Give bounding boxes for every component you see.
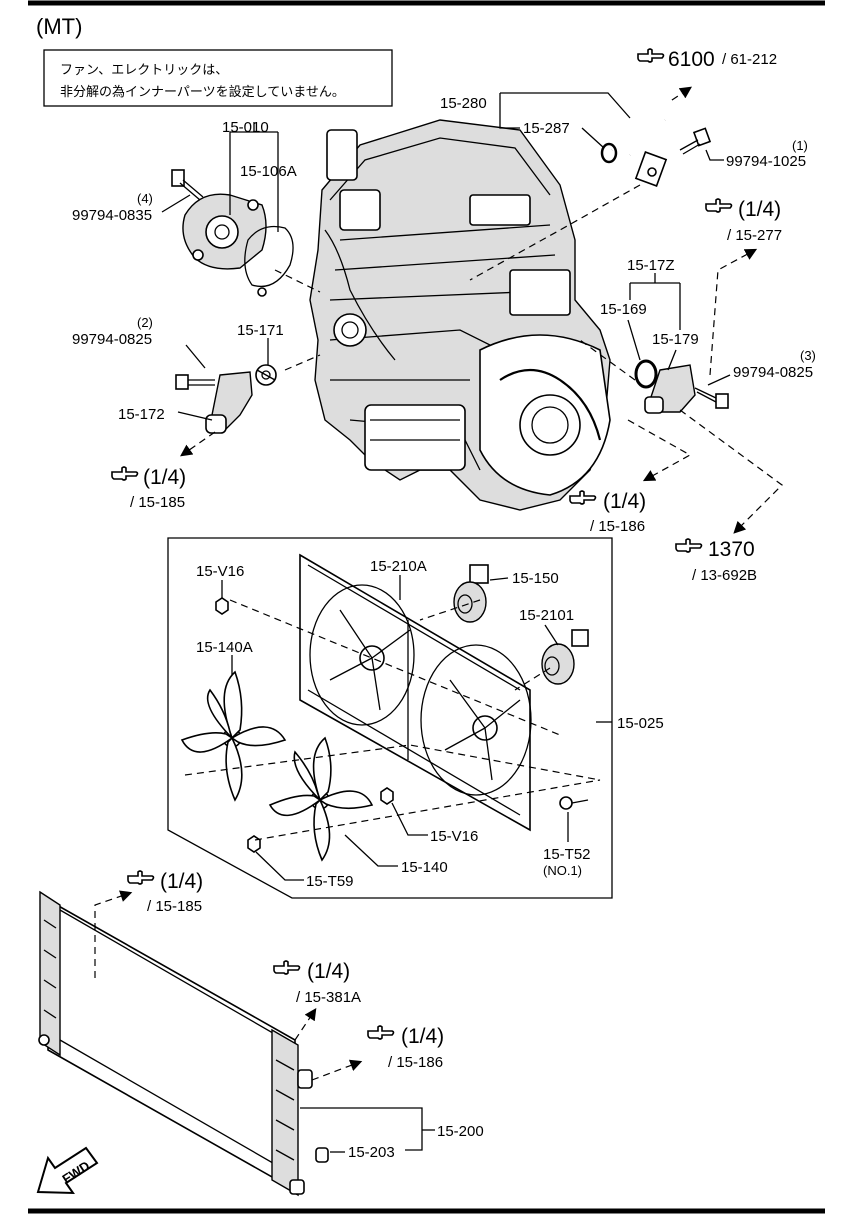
ref-15-381a: (1/4) / 15-381A bbox=[273, 960, 361, 1006]
label-15-210a: 15-210A bbox=[370, 558, 427, 575]
page-title: (MT) bbox=[36, 14, 82, 39]
note-box bbox=[43, 49, 393, 107]
pointing-hand-icon bbox=[637, 48, 665, 63]
water-pump bbox=[182, 193, 267, 270]
bolt-99794-0825-right bbox=[694, 387, 729, 409]
svg-text:/ 13-692B: / 13-692B bbox=[692, 567, 757, 584]
water-pipe bbox=[610, 98, 674, 187]
nut-15-t59 bbox=[247, 835, 261, 853]
label-15-287: 15-287 bbox=[523, 120, 570, 137]
pointing-hand-icon bbox=[127, 870, 155, 885]
svg-text:/ 15-277: / 15-277 bbox=[727, 227, 782, 244]
pointing-hand-icon bbox=[111, 466, 139, 481]
label-99794-0825-left: 99794-0825 bbox=[72, 331, 152, 348]
fan-assembly-frame bbox=[167, 537, 613, 899]
label-15-t52: 15-T52 bbox=[543, 846, 591, 863]
pointing-hand-icon bbox=[569, 490, 597, 505]
label-15-025: 15-025 bbox=[617, 715, 664, 732]
ref-1370: 1370 / 13-692B bbox=[675, 538, 757, 584]
fan-motor-15-2101 bbox=[541, 629, 589, 685]
svg-text:(1/4): (1/4) bbox=[160, 870, 203, 893]
svg-text:(1/4): (1/4) bbox=[401, 1025, 444, 1048]
water-outlet-15-179 bbox=[644, 364, 696, 414]
svg-text:6100: 6100 bbox=[668, 48, 715, 71]
pointing-hand-icon bbox=[675, 538, 703, 553]
svg-text:(1/4): (1/4) bbox=[307, 960, 350, 983]
label-15-010: 15-010 bbox=[222, 119, 269, 136]
ref-15-186-top: (1/4) / 15-186 bbox=[569, 490, 646, 535]
fan-blade-15-140a bbox=[180, 670, 287, 802]
fan-motor-15-150 bbox=[453, 564, 489, 623]
drain-plug-15-203 bbox=[315, 1147, 329, 1163]
label-99794-1025: 99794-1025 bbox=[726, 153, 806, 170]
label-15-200: 15-200 bbox=[437, 1123, 484, 1140]
label-15-203: 15-203 bbox=[348, 1144, 395, 1161]
screw-15-t52 bbox=[559, 796, 589, 810]
svg-text:/ 15-381A: / 15-381A bbox=[296, 989, 361, 1006]
pointing-hand-icon bbox=[705, 198, 733, 213]
label-15-150: 15-150 bbox=[512, 570, 559, 587]
bolt-99794-0835 bbox=[171, 169, 204, 201]
label-15-140: 15-140 bbox=[401, 859, 448, 876]
engine-block bbox=[309, 119, 611, 511]
label-15-106a: 15-106A bbox=[240, 163, 297, 180]
label-99794-0825-right: 99794-0825 bbox=[733, 364, 813, 381]
nut-15-v16-bottom bbox=[380, 787, 394, 805]
svg-text:/ 15-186: / 15-186 bbox=[590, 518, 645, 535]
svg-text:/ 15-186: / 15-186 bbox=[388, 1054, 443, 1071]
label-15-171: 15-171 bbox=[237, 322, 284, 339]
label-15-172: 15-172 bbox=[118, 406, 165, 423]
ref-15-185-top: (1/4) / 15-185 bbox=[111, 466, 186, 511]
label-qty-0835: (4) bbox=[137, 191, 153, 206]
thermostat-housing bbox=[205, 371, 253, 434]
svg-text:/ 15-185: / 15-185 bbox=[147, 898, 202, 915]
ref-15-185-bottom: (1/4) / 15-185 bbox=[127, 870, 203, 915]
svg-text:(1/4): (1/4) bbox=[603, 490, 646, 513]
ref-15-186-bottom: (1/4) / 15-186 bbox=[367, 1025, 444, 1071]
label-qty-0825a: (2) bbox=[137, 315, 153, 330]
label-15-v16-top: 15-V16 bbox=[196, 563, 244, 580]
fan-shroud-15-210a bbox=[299, 553, 532, 832]
label-15-t52-note: (NO.1) bbox=[543, 863, 582, 878]
note-line-1: ファン、エレクトリックは、 bbox=[60, 63, 228, 78]
nut-15-v16-top bbox=[215, 597, 229, 615]
pointing-hand-icon bbox=[273, 960, 301, 975]
o-ring-15-287 bbox=[600, 142, 618, 164]
label-99794-0835: 99794-0835 bbox=[72, 207, 152, 224]
svg-text:/ 15-185: / 15-185 bbox=[130, 494, 185, 511]
label-15-280: 15-280 bbox=[440, 95, 487, 112]
label-qty-0825b: (3) bbox=[800, 348, 816, 363]
ref-6100: 6100 / 61-212 bbox=[637, 48, 777, 71]
fan-blade-15-140 bbox=[268, 736, 374, 862]
svg-text:1370: 1370 bbox=[708, 538, 755, 561]
thermostat bbox=[255, 364, 277, 386]
svg-text:(1/4): (1/4) bbox=[738, 198, 781, 221]
fwd-arrow-icon: FWD bbox=[36, 1146, 99, 1195]
label-15-140a: 15-140A bbox=[196, 639, 253, 656]
note-line-2: 非分解の為インナーパーツを設定していません。 bbox=[60, 84, 345, 100]
label-qty-1025: (1) bbox=[792, 138, 808, 153]
radiator-15-200 bbox=[38, 890, 313, 1197]
svg-text:/ 61-212: / 61-212 bbox=[722, 51, 777, 68]
water-pump-gasket bbox=[244, 225, 294, 297]
ref-15-277: (1/4) / 15-277 bbox=[705, 198, 782, 244]
label-15-17z: 15-17Z bbox=[627, 257, 675, 274]
label-15-2101: 15-2101 bbox=[519, 607, 574, 624]
svg-text:(1/4): (1/4) bbox=[143, 466, 186, 489]
bolt-99794-0825-left bbox=[175, 374, 215, 390]
label-15-169: 15-169 bbox=[600, 301, 647, 318]
label-15-v16-bottom: 15-V16 bbox=[430, 828, 478, 845]
label-15-t59: 15-T59 bbox=[306, 873, 354, 890]
pointing-hand-icon bbox=[367, 1025, 395, 1040]
label-15-179: 15-179 bbox=[652, 331, 699, 348]
o-ring-15-169 bbox=[634, 359, 658, 389]
bolt-99794-1025 bbox=[679, 127, 712, 155]
